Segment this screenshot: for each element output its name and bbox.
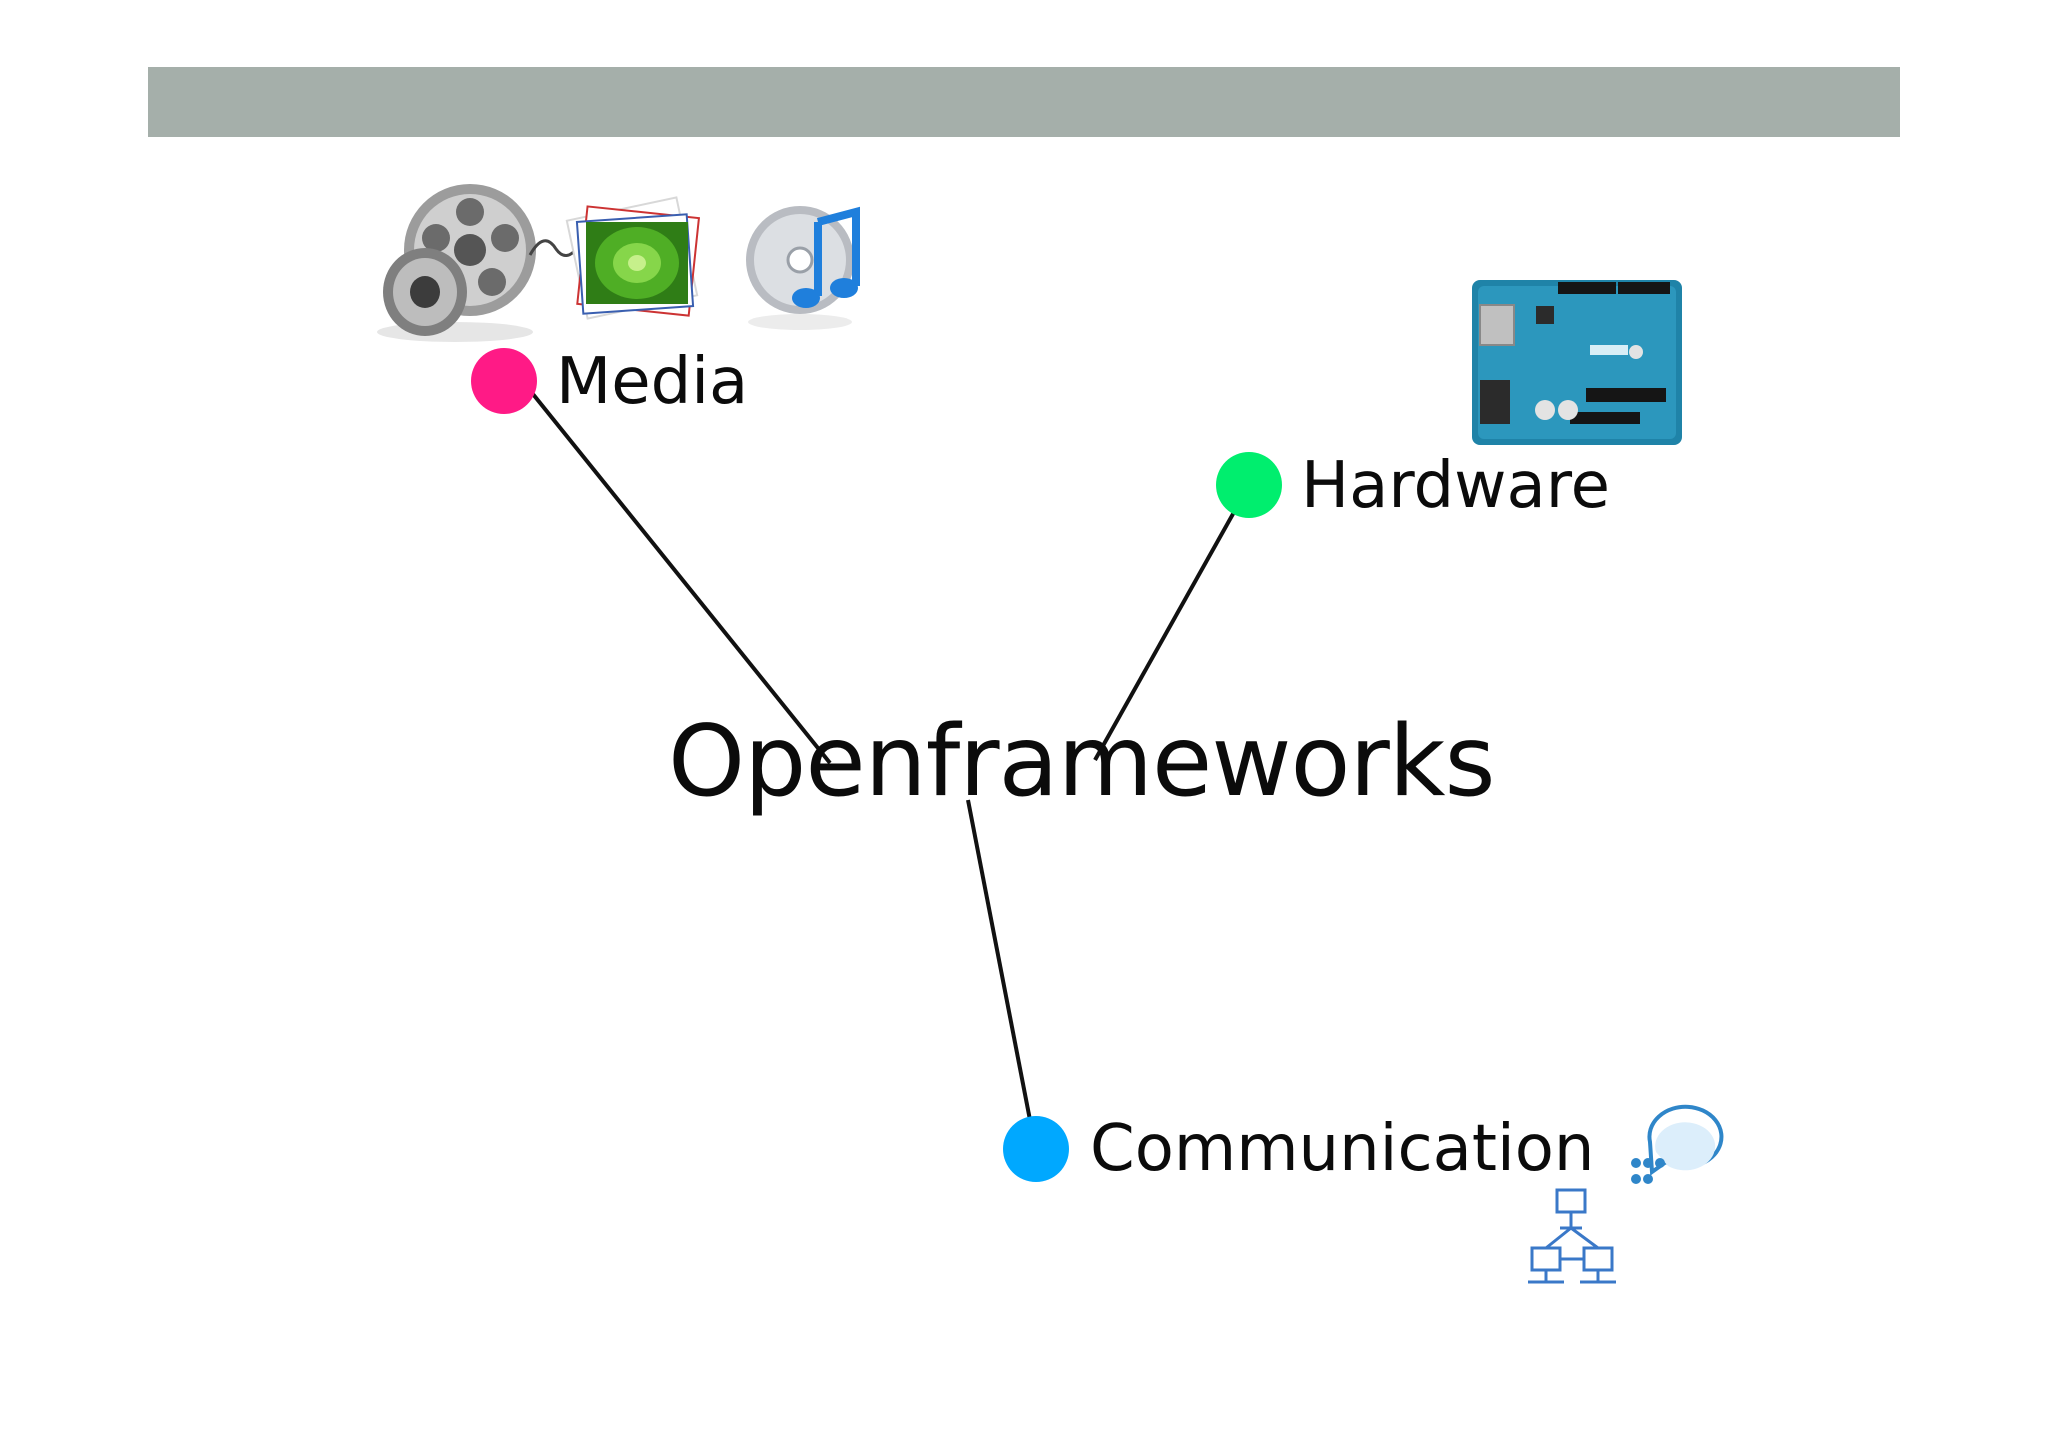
- node-label-communication: Communication: [1090, 1112, 1595, 1186]
- center-node-label: Openframeworks: [668, 705, 1496, 819]
- photo-stack-icon: [565, 196, 701, 320]
- arduino-board-icon: [1472, 280, 1682, 445]
- node-dot-hardware: [1216, 452, 1282, 518]
- connector-communication: [966, 799, 1032, 1121]
- node-label-hardware: Hardware: [1301, 449, 1610, 523]
- connector-media: [518, 376, 832, 765]
- header-bar: [148, 67, 1900, 137]
- music-disc-icon: [746, 206, 860, 330]
- node-dot-communication: [1003, 1116, 1069, 1182]
- network-icon: [1528, 1188, 1616, 1284]
- film-reel-speaker-icon: [377, 184, 580, 342]
- node-dot-media: [471, 348, 537, 414]
- chat-bubble-icon: [1631, 1104, 1724, 1184]
- connector-hardware: [1093, 504, 1240, 761]
- node-label-media: Media: [556, 345, 749, 419]
